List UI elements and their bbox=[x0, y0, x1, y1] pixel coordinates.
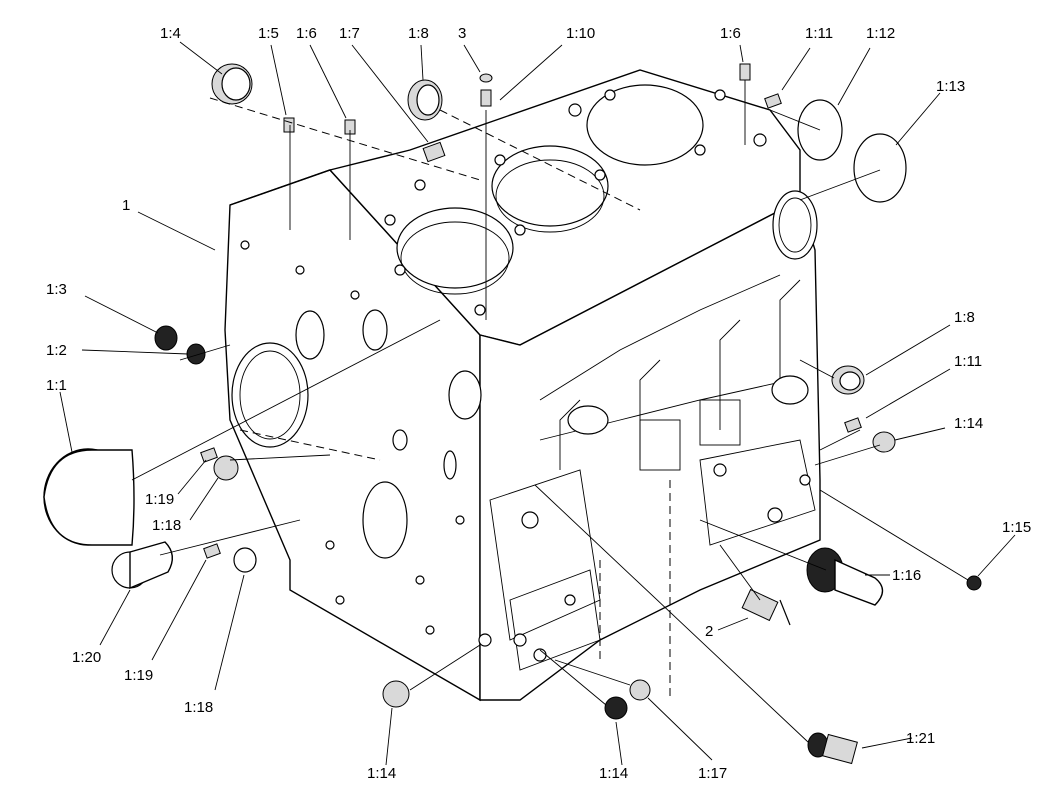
callout-1-11a: 1:11 bbox=[805, 25, 833, 42]
part-1-11b-pin bbox=[844, 417, 862, 433]
part-1-8a-cap bbox=[407, 79, 443, 121]
callout-1-4: 1:4 bbox=[160, 25, 181, 42]
part-1-2-plug bbox=[186, 343, 206, 365]
part-1-19b-pin bbox=[203, 543, 221, 559]
callout-1-19a: 1:19 bbox=[145, 491, 174, 508]
part-1-15-plug bbox=[966, 575, 982, 591]
part-1-1-seal-ring bbox=[43, 448, 135, 546]
callout-1-8b: 1:8 bbox=[954, 309, 975, 326]
part-1-11a-pin bbox=[764, 93, 782, 109]
part-1-16-bushing bbox=[806, 547, 884, 606]
leader-lines bbox=[59, 41, 1016, 766]
part-3-nipple bbox=[479, 73, 493, 107]
callout-1-14b: 1:14 bbox=[367, 765, 396, 782]
callout-1-17: 1:17 bbox=[698, 765, 727, 782]
part-1-13-cap bbox=[853, 133, 907, 203]
callout-1-7: 1:7 bbox=[339, 25, 360, 42]
assembly-lines bbox=[131, 80, 969, 743]
callout-1-1: 1:1 bbox=[46, 377, 67, 394]
callout-1-5: 1:5 bbox=[258, 25, 279, 42]
part-1-19a-pin bbox=[200, 447, 218, 463]
part-1-7-fitting bbox=[422, 141, 446, 163]
callout-1-12: 1:12 bbox=[866, 25, 895, 42]
part-1-18a-cap bbox=[213, 455, 239, 481]
part-1-18b-cap bbox=[233, 547, 257, 573]
callout-1-19b: 1:19 bbox=[124, 667, 153, 684]
part-1-17-plug bbox=[629, 679, 651, 701]
callout-1-10: 1:10 bbox=[566, 25, 595, 42]
cylinder-block bbox=[224, 69, 821, 702]
callout-1-2: 1:2 bbox=[46, 342, 67, 359]
part-1-5-pin bbox=[283, 117, 295, 133]
callout-1-13: 1:13 bbox=[936, 78, 965, 95]
part-1-14a-plug bbox=[872, 431, 896, 453]
callout-1-14c: 1:14 bbox=[599, 765, 628, 782]
callout-1-15: 1:15 bbox=[1002, 519, 1031, 536]
callout-1-3: 1:3 bbox=[46, 281, 67, 298]
part-1-20-plug bbox=[111, 541, 173, 590]
callout-1-18b: 1:18 bbox=[184, 699, 213, 716]
part-1-21-sensor bbox=[807, 732, 858, 765]
callout-1-6a: 1:6 bbox=[296, 25, 317, 42]
part-1-3-plug bbox=[154, 325, 178, 351]
callout-labels: 1:4 1:5 1:6 1:7 1:8 3 1:10 1:6 1:11 1:12… bbox=[46, 25, 1031, 782]
part-1-6b-pin bbox=[739, 63, 751, 81]
part-1-8b-cap bbox=[831, 365, 865, 395]
part-2-valve bbox=[741, 588, 791, 626]
callout-1-18a: 1:18 bbox=[152, 517, 181, 534]
callout-1-6b: 1:6 bbox=[720, 25, 741, 42]
callout-1-20: 1:20 bbox=[72, 649, 101, 666]
callout-2: 2 bbox=[705, 623, 713, 640]
callout-1-11b: 1:11 bbox=[954, 353, 982, 370]
callout-1: 1 bbox=[122, 197, 130, 214]
callout-1-21: 1:21 bbox=[906, 730, 935, 747]
callout-1-8a: 1:8 bbox=[408, 25, 429, 42]
part-1-14b-plug bbox=[604, 696, 628, 720]
callout-3: 3 bbox=[458, 25, 466, 42]
part-1-4-cap bbox=[211, 63, 253, 105]
part-1-14c-plug bbox=[382, 680, 410, 708]
callout-1-14a: 1:14 bbox=[954, 415, 983, 432]
callout-1-16: 1:16 bbox=[892, 567, 921, 584]
